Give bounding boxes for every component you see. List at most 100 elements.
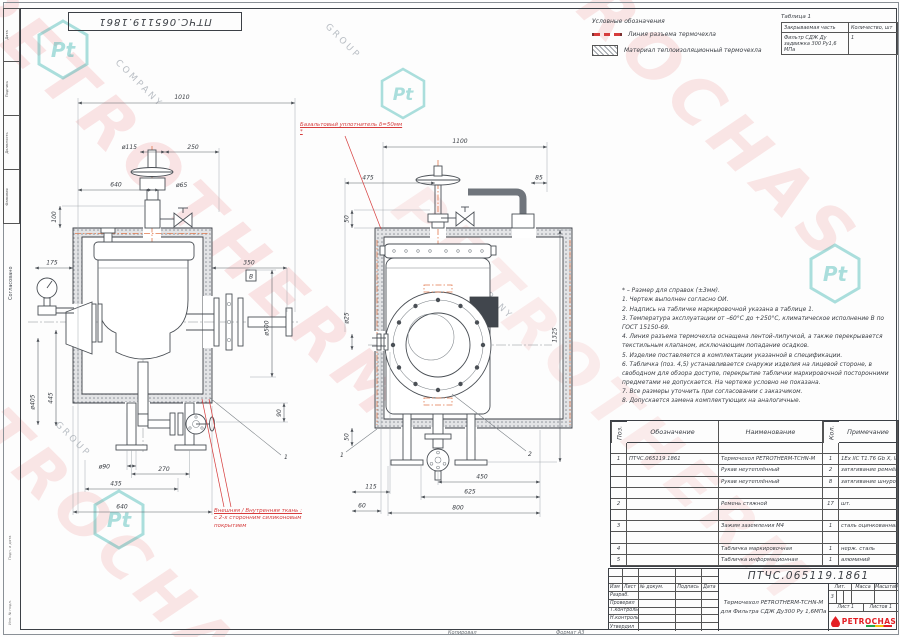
parts-cell [627,510,719,522]
petrochas-logo-text: PETROCHAS [841,616,897,626]
tb-mass-label: Масса [852,584,875,591]
parts-cell [719,510,823,522]
tb-role: Н.контроль [609,615,639,624]
dim-label: 640 [110,182,122,189]
parts-cell [627,498,719,511]
basalt-seal-note: Базальтовый уплотнитель δ=50мм * [300,122,403,136]
legend-item-label: Материал теплоизоляционный термочехла [624,47,762,54]
gauge-assembly [36,277,103,355]
parts-cell [611,465,627,477]
parts-cell [627,443,719,455]
red-annotation-leaders [201,135,382,508]
parts-cell: 2 [611,498,627,511]
top-valve-assembly [415,165,475,229]
tb-col-sign: Подпись [676,584,703,592]
dim-label: 250 [187,144,199,151]
parts-cell [611,487,627,499]
margin-cell: Должность [3,116,20,170]
parts-cell: 8 [823,476,839,488]
dim-label: 475 [362,175,374,182]
dim-label: 800 [452,505,464,512]
elbow-pipe [468,188,535,229]
parts-cell: Рукав неутеплённый [719,465,823,477]
parts-cell: Ремень стяжной [719,498,823,511]
parts-cell: 2 [823,465,839,477]
tb-scale-label: Масштаб [875,584,898,591]
tb-col-docnum: № докум. [638,584,677,592]
dim-label: ø90 [98,464,110,471]
parts-cell: алюминий [839,554,898,566]
dim-label: 90 [276,409,283,417]
notes-block: * – Размер для справок (±3мм). 1. Чертеж… [622,287,896,407]
tb-role: Разраб. [609,592,639,600]
drawing-frame [20,8,897,630]
petrochas-logo-icon [830,615,840,627]
table-1-title: Таблица 1 [781,14,812,20]
note-item: 2. Надпись на табличке маркировочной ука… [622,306,814,313]
copied-label: Копировал [448,630,477,636]
left-margin-strip: Дата Подпись Должность Фамилия [3,8,20,224]
tb-lit-value: 3 [829,591,837,604]
parts-cell [823,443,839,455]
dim-label: ø405 [30,394,37,410]
parts-cell: нерж. сталь [839,543,898,555]
parts-header-pos: Поз. [611,421,627,443]
margin-cell: Фамилия [3,170,20,224]
dim-label: 450 [476,474,488,481]
tb-sheet: Лист 1 [829,604,864,612]
parts-cell [627,521,719,533]
dim-label: 445 [48,392,55,404]
tb-sheets: Листов 1 [863,604,898,612]
parts-cell [627,543,719,555]
petrochas-logo-bar [866,625,892,627]
tb-col-list: Лист [622,584,639,592]
parts-cell [611,510,627,522]
parts-cell [611,476,627,488]
parts-cell: Табличка информационная [719,554,823,566]
dim-label: 85 [535,175,543,182]
parts-cell: 4 [611,543,627,555]
dim-label: 1010 [174,94,189,101]
title-line-2: для Фильтра СДЖ Ду300 Ру 1,6МПа [720,608,827,615]
margin-cell: Дата [3,8,20,62]
note-item: 5. Изделие поставляется в комплектации у… [622,352,843,359]
tb-role: Утвердил [609,623,639,631]
parts-cell [823,510,839,522]
top-valve-assembly [130,149,193,229]
leader-label: 2 [528,451,532,458]
legs-and-drain [390,413,488,481]
parts-header-name: Наименование [719,421,823,443]
parts-cell: 5 [611,554,627,566]
parts-header-designation: Обозначение [627,421,719,443]
legend: Условные обозначения Линия разъема термо… [592,18,762,63]
dim-label: ø25 [344,312,351,324]
parts-cell: 17 [823,498,839,511]
dim-label: 1325 [552,327,559,342]
parts-cell [611,532,627,544]
dim-label: 100 [51,211,58,223]
margin-cell: Подпись [3,62,20,116]
parts-table: Поз. Обозначение Наименование Кол. Приме… [610,420,899,567]
format-label: Формат А3 [556,630,585,636]
parts-cell: 1 [823,454,839,466]
left-view-dimensions: 1010 ø115 250 640 ø65 100 175 350 ø500 ø… [30,94,296,515]
parts-cell: Зажим заземления М4 [719,521,823,533]
left-view-side-section: В [28,146,298,452]
fabric-note: Внешняя / Внутренняя ткань : с 2-х сторо… [214,508,302,529]
note-item: 6. Табличка (поз. 4,5) устанавливается с… [622,361,889,386]
right-nozzle-flange [186,293,293,351]
view-label: В [249,274,253,281]
title-block: Изм Лист № докум. Подпись Дата Разраб. П… [608,568,898,631]
legs-and-drain [115,402,215,451]
vessel-body [93,227,195,415]
dim-label: 60 [358,503,366,510]
note-item: 7. Все размеры уточнить при согласовании… [622,388,803,395]
parts-cell: 1Ex IIC T1.T6 Gb X, IP54 [839,454,898,466]
tb-role: Т.контроль [609,607,639,616]
parts-cell: 1 [823,554,839,566]
legend-item: Линия разъема термочехла [592,31,762,38]
tb-col-date: Дата [702,584,719,592]
tb-role: Проверил [609,599,639,608]
parts-cell [627,476,719,488]
